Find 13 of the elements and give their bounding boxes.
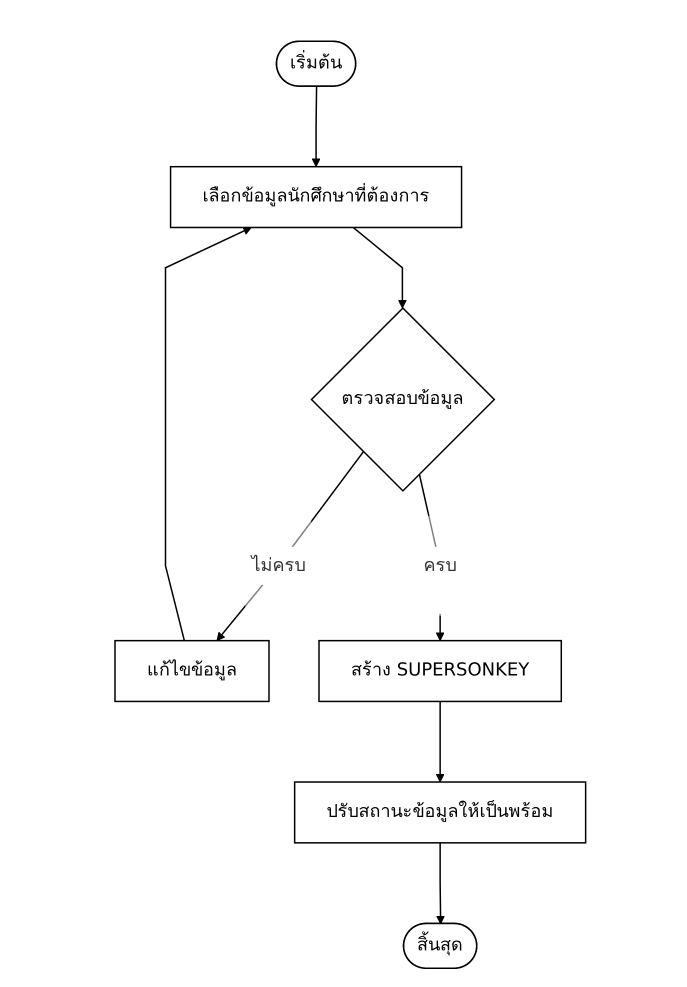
edge-label: ไม่ครบ bbox=[251, 554, 306, 576]
arrow bbox=[216, 452, 364, 642]
arrow bbox=[436, 702, 445, 783]
node-box: เลือกข้อมูลนักศึกษาที่ต้องการ bbox=[170, 166, 462, 229]
node-box: สร้าง SUPERSONKEY bbox=[318, 640, 562, 703]
node-box: แก้ไขข้อมูล bbox=[114, 640, 270, 703]
arrow bbox=[352, 227, 407, 309]
node-diamond: ตรวจสอบข้อมูล bbox=[310, 307, 496, 492]
arrow bbox=[164, 227, 252, 642]
arrow bbox=[312, 86, 321, 168]
arrow bbox=[436, 843, 446, 925]
node-box: ปรับสถานะข้อมูลให้เป็นพร้อม bbox=[294, 782, 587, 844]
edge-label: ครบ bbox=[424, 554, 457, 576]
